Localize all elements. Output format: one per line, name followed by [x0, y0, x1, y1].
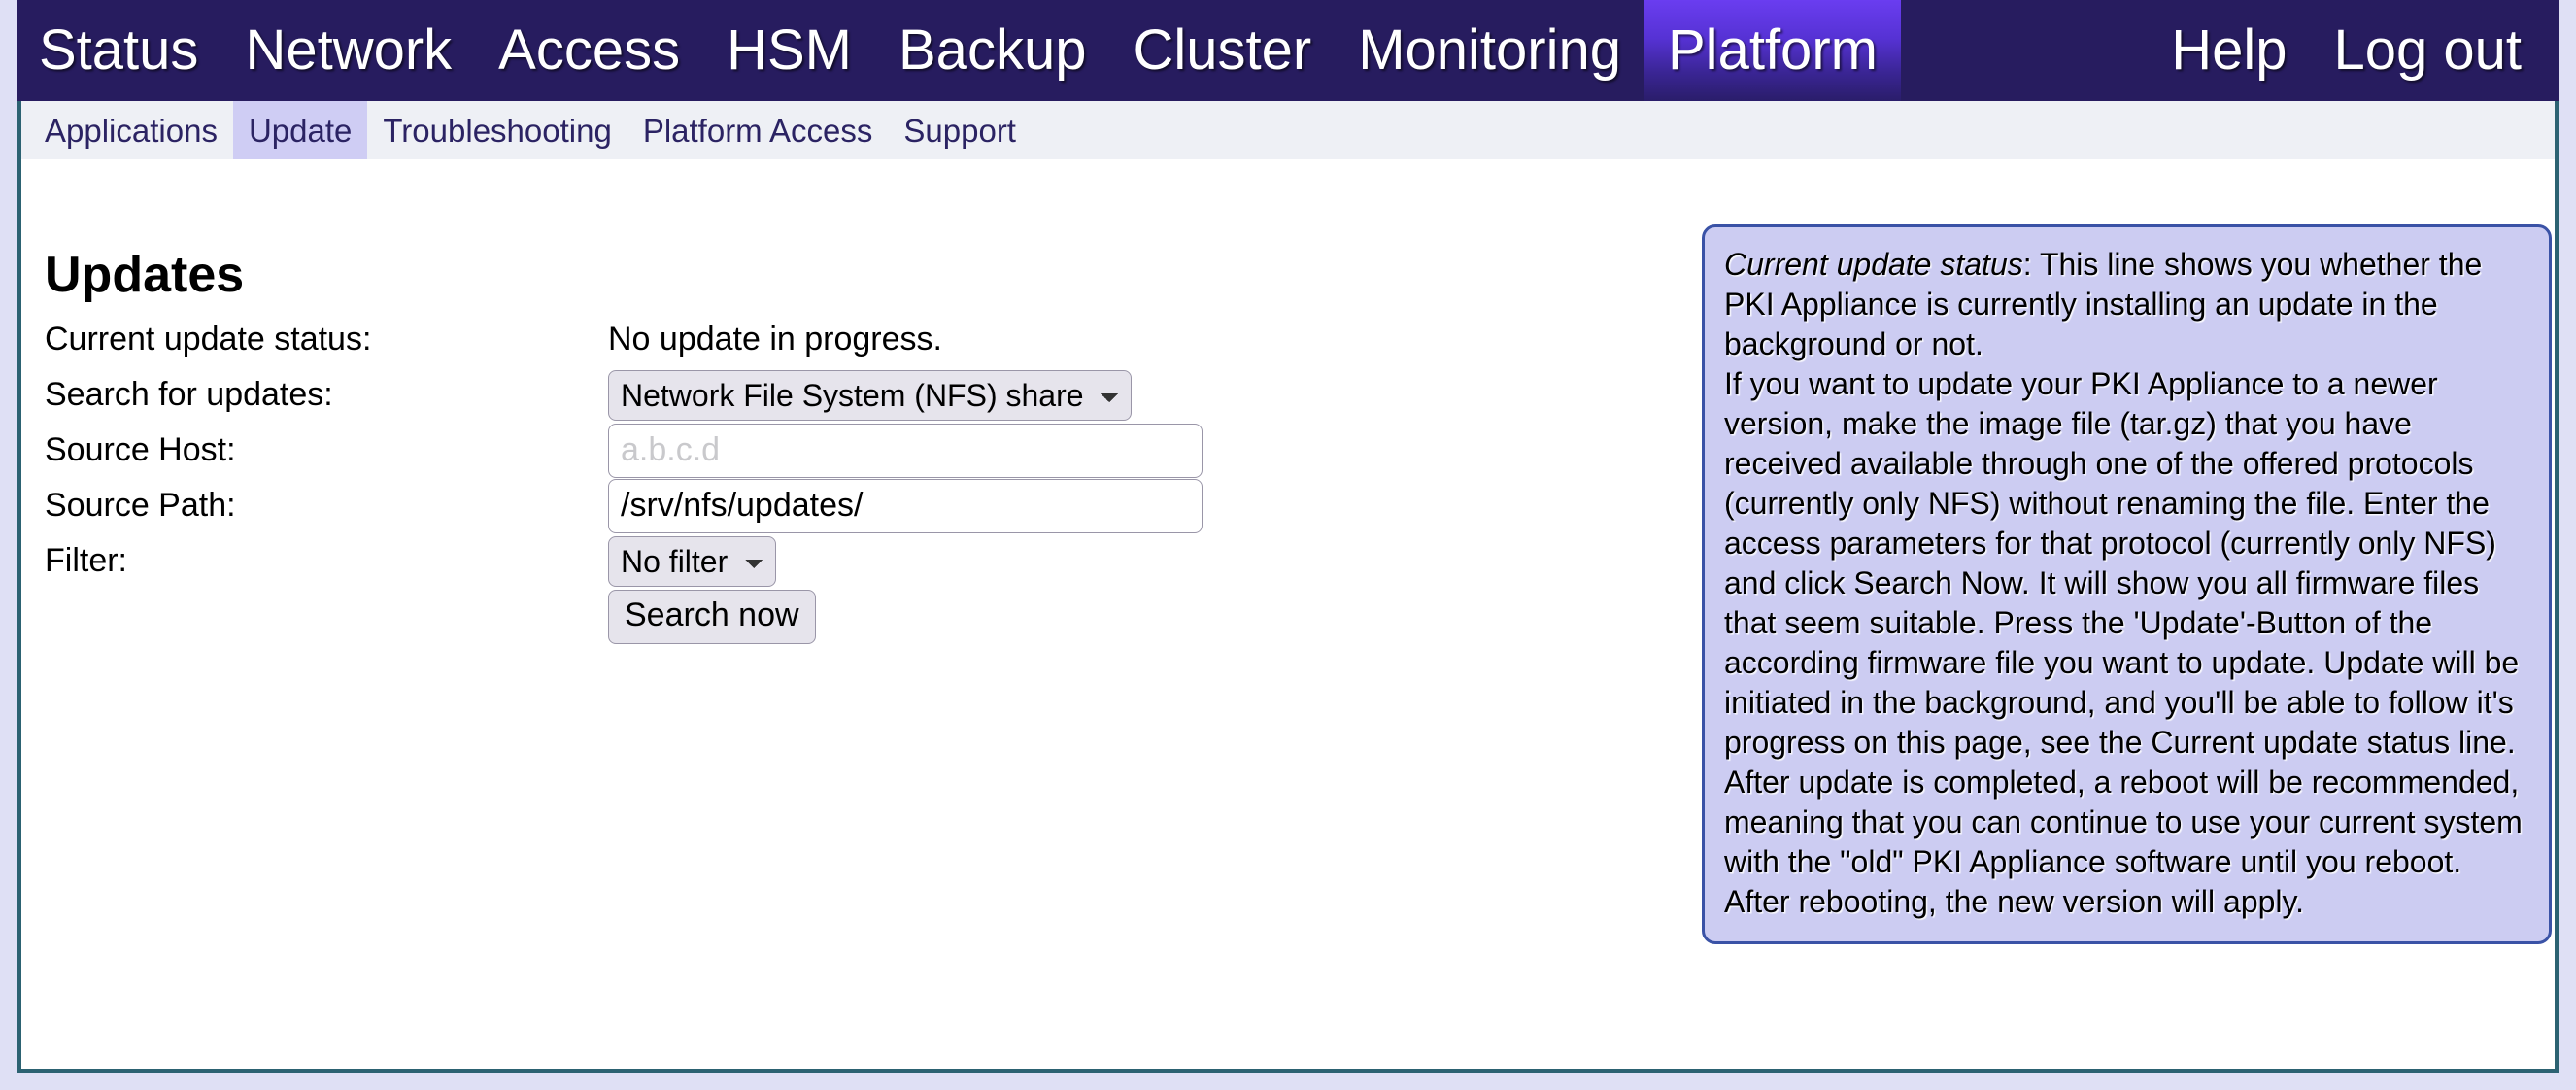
- label-source-host: Source Host:: [45, 431, 236, 469]
- subnav-item-applications[interactable]: Applications: [45, 112, 218, 149]
- form-row-search-button: Search now: [45, 590, 1259, 644]
- nav-item-help[interactable]: Help: [2171, 18, 2288, 82]
- secondary-navigation: Applications Update Troubleshooting Plat…: [21, 101, 2555, 159]
- nav-item-platform[interactable]: Platform: [1644, 0, 1901, 101]
- source-path-input[interactable]: [608, 479, 1203, 533]
- form-row-source-path: Source Path:: [45, 479, 1259, 533]
- nav-item-monitoring[interactable]: Monitoring: [1358, 18, 1621, 82]
- nav-item-backup[interactable]: Backup: [898, 18, 1087, 82]
- primary-navigation: Status Network Access HSM Backup Cluster…: [17, 0, 2559, 101]
- nav-item-hsm[interactable]: HSM: [727, 18, 852, 82]
- protocol-select[interactable]: Network File System (NFS) share: [608, 370, 1132, 421]
- help-paragraph-2: If you want to update your PKI Appliance…: [1724, 366, 2520, 760]
- help-paragraph-3: After update is completed, a reboot will…: [1724, 765, 2523, 919]
- nav-item-status[interactable]: Status: [39, 18, 199, 82]
- filter-select[interactable]: No filter: [608, 536, 776, 587]
- value-current-update-status: No update in progress.: [608, 321, 942, 358]
- page-title: Updates: [45, 246, 245, 303]
- label-search-for-updates: Search for updates:: [45, 376, 333, 414]
- control-source-path: [608, 479, 1259, 533]
- subnav-item-update[interactable]: Update: [232, 101, 368, 159]
- nav-item-network[interactable]: Network: [245, 18, 453, 82]
- help-panel: Current update status: This line shows y…: [1702, 224, 2552, 944]
- form-row-search-for-updates: Search for updates: Network File System …: [45, 368, 1259, 423]
- form-row-current-status: Current update status: No update in prog…: [45, 313, 1259, 367]
- primary-nav-items: Status Network Access HSM Backup Cluster…: [17, 0, 1901, 101]
- subnav-item-platform-access[interactable]: Platform Access: [642, 112, 873, 149]
- control-source-host: [608, 424, 1259, 478]
- primary-nav-utility-items: Help Log out: [2150, 0, 2559, 101]
- subnav-item-troubleshooting[interactable]: Troubleshooting: [383, 112, 612, 149]
- label-source-path: Source Path:: [45, 487, 236, 525]
- form-row-source-host: Source Host:: [45, 424, 1259, 478]
- help-paragraph-1-text: : This line shows you whether the PKI Ap…: [1724, 247, 2483, 361]
- update-form: Current update status: No update in prog…: [45, 313, 1259, 645]
- label-current-update-status: Current update status:: [45, 321, 372, 358]
- help-emphasis-current-update-status: Current update status: [1724, 247, 2023, 282]
- control-filter: No filter: [608, 536, 1259, 587]
- control-search-for-updates: Network File System (NFS) share: [608, 370, 1259, 421]
- nav-item-cluster[interactable]: Cluster: [1133, 18, 1312, 82]
- form-row-filter: Filter: No filter: [45, 534, 1259, 589]
- search-now-button[interactable]: Search now: [608, 590, 816, 644]
- subnav-item-support[interactable]: Support: [903, 112, 1016, 149]
- control-current-update-status: No update in progress.: [608, 321, 1259, 358]
- nav-item-log-out[interactable]: Log out: [2333, 18, 2522, 82]
- nav-item-access[interactable]: Access: [498, 18, 681, 82]
- help-paragraph-1: Current update status: This line shows y…: [1724, 245, 2529, 364]
- source-host-input[interactable]: [608, 424, 1203, 478]
- label-filter: Filter:: [45, 542, 127, 580]
- content-area: Updates Current update status: No update…: [21, 159, 2555, 1069]
- control-search-button: Search now: [608, 590, 1259, 644]
